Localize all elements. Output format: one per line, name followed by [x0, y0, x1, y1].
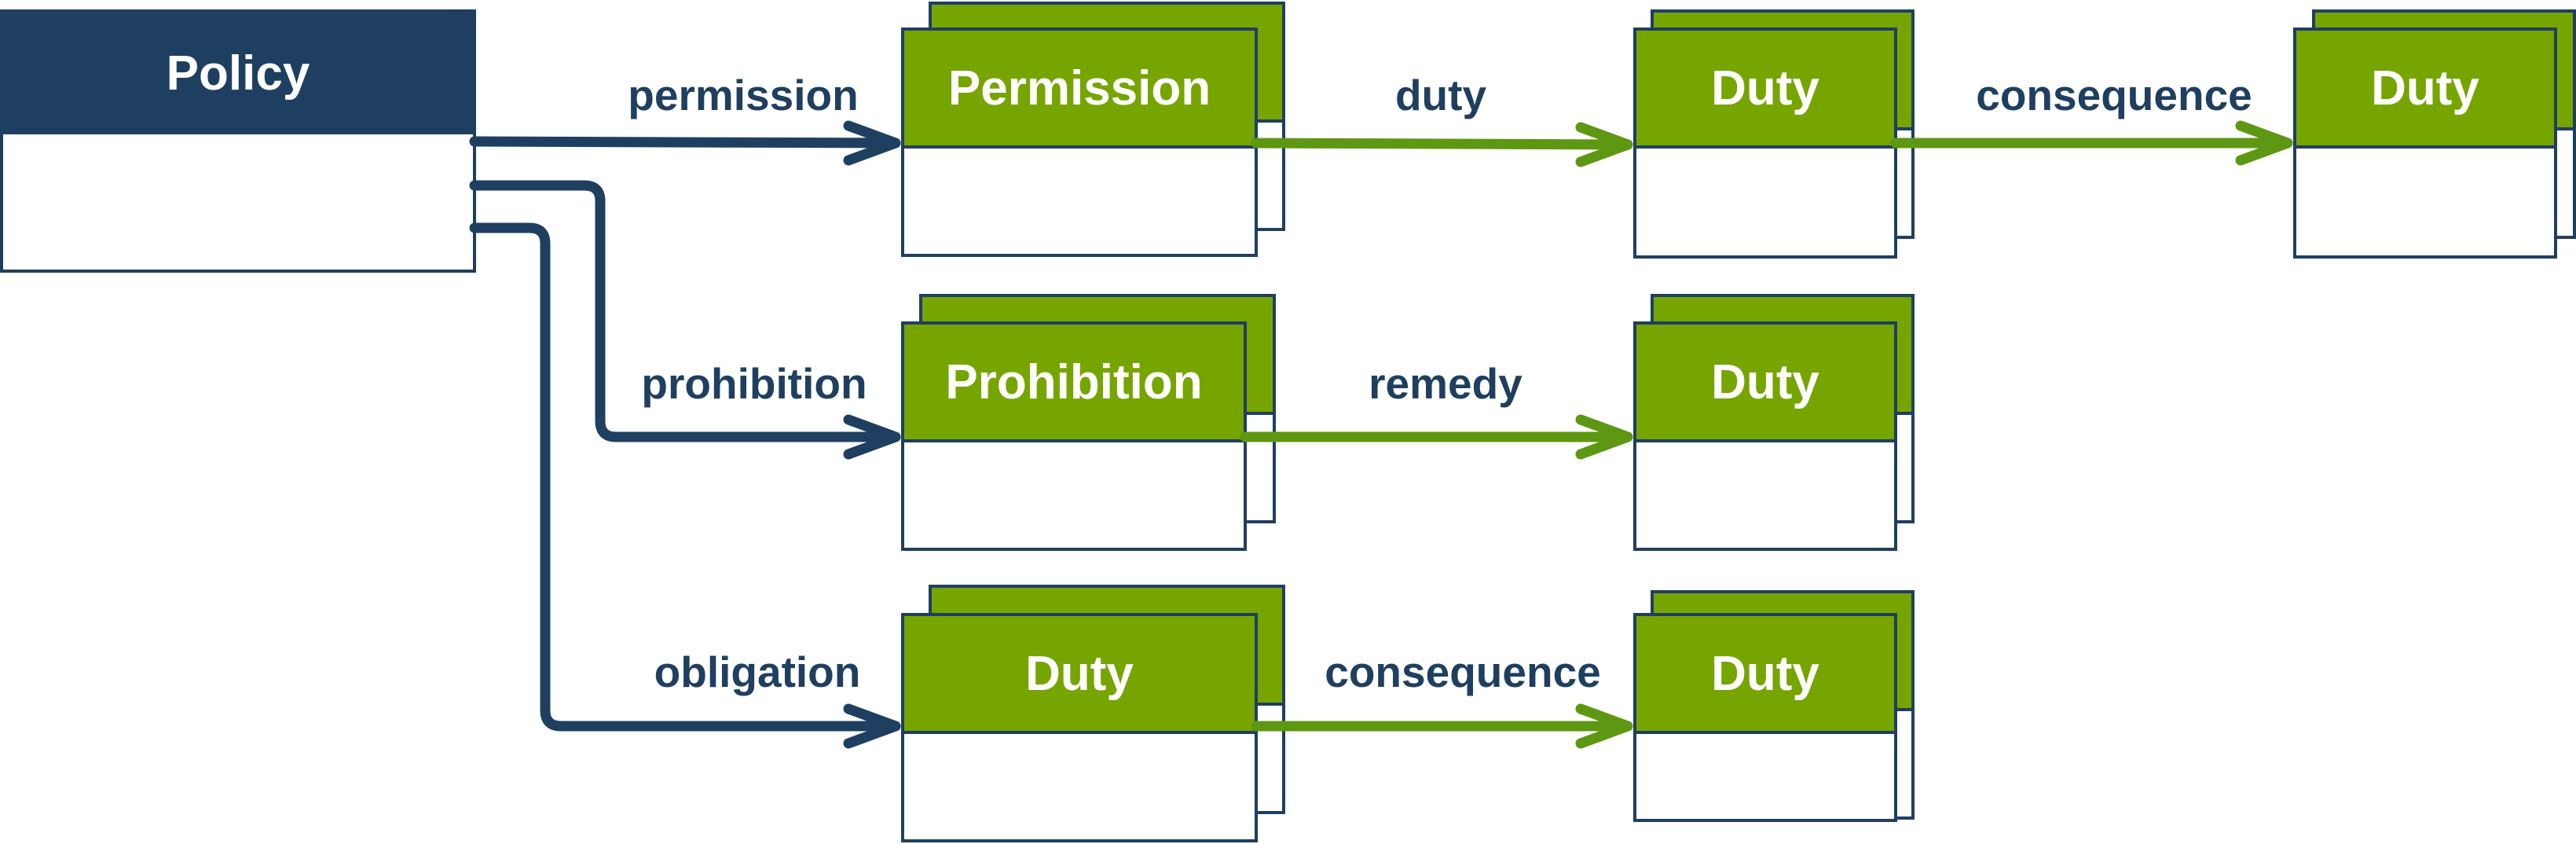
duty-arrowhead: [1575, 122, 1633, 167]
duty-edges: [1240, 120, 2293, 749]
permission-edge-line: [469, 136, 901, 149]
permission-duty-body: [1633, 145, 1897, 259]
permission-duty-consequence-title: Duty: [2371, 61, 2479, 116]
prohibition-remedy-body: [1633, 439, 1897, 551]
obligation-title: Duty: [1025, 647, 1134, 701]
obligation-node: Duty: [901, 585, 1285, 842]
permission-duty-consequence-node: Duty: [2293, 9, 2576, 259]
obligation-consequence-body: [1633, 731, 1897, 822]
policy-body: [0, 131, 476, 273]
obligation-arrowhead: [843, 703, 901, 749]
permission-duty-header: [1633, 28, 1897, 149]
permission-arrowhead: [843, 120, 901, 166]
obligation-body: [901, 731, 1258, 842]
prohibition-edge-label: prohibition: [641, 359, 867, 408]
duty-edge-label: duty: [1395, 71, 1487, 119]
permission-node: Permission: [901, 2, 1285, 257]
consequence-bottom-arrowhead: [1575, 703, 1633, 749]
permission-edge-label: permission: [628, 71, 858, 119]
policy-node: Policy: [0, 9, 476, 273]
edge-labels: permission duty consequence prohibition …: [628, 71, 2252, 696]
consequence-top-arrowhead: [2235, 120, 2293, 166]
obligation-edge-label: obligation: [654, 648, 861, 696]
prohibition-body: [901, 439, 1247, 551]
prohibition-node: Prohibition: [901, 294, 1276, 551]
prohibition-header: [901, 321, 1247, 442]
permission-duty-consequence-body: [2293, 145, 2557, 259]
prohibition-edge-line: [469, 180, 901, 442]
permission-body: [901, 145, 1258, 257]
permission-title: Permission: [948, 61, 1211, 116]
consequence-bottom-edge-label: consequence: [1325, 648, 1601, 696]
prohibition-arrowhead: [843, 414, 901, 460]
prohibition-title: Prohibition: [945, 355, 1202, 409]
obligation-consequence-header: [1633, 613, 1897, 734]
obligation-consequence-node: Duty: [1633, 590, 1915, 822]
permission-duty-title: Duty: [1711, 61, 1819, 116]
policy-header: [0, 9, 476, 134]
obligation-consequence-title: Duty: [1711, 647, 1819, 701]
policy-edges: [469, 120, 901, 749]
policy-title: Policy: [167, 46, 310, 101]
prohibition-remedy-header: [1633, 321, 1897, 442]
permission-header: [901, 28, 1258, 149]
permission-duty-node: Duty: [1633, 9, 1915, 259]
duty-edge-line: [1251, 138, 1633, 150]
consequence-top-edge-label: consequence: [1976, 71, 2252, 119]
obligation-edge-line: [469, 222, 901, 732]
prohibition-remedy-title: Duty: [1711, 355, 1819, 409]
obligation-header: [901, 613, 1258, 734]
prohibition-remedy-node: Duty: [1633, 294, 1915, 551]
remedy-arrowhead: [1575, 414, 1633, 460]
remedy-edge-label: remedy: [1369, 359, 1523, 408]
permission-duty-consequence-header: [2293, 28, 2557, 149]
